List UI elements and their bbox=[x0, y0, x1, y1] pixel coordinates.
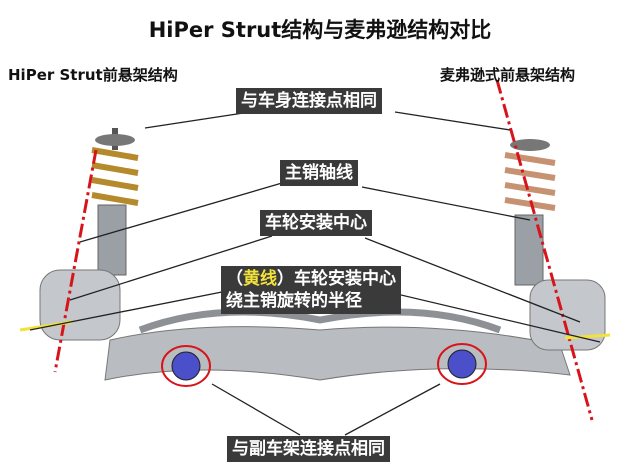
stabilizer-bar bbox=[138, 308, 502, 334]
left-knuckle bbox=[39, 269, 121, 341]
right-radius-line bbox=[564, 333, 611, 340]
right-spring bbox=[504, 152, 556, 211]
right-knuckle bbox=[529, 279, 606, 351]
radius-open: （ bbox=[226, 269, 243, 289]
label-kingpin-axis: 主销轴线 bbox=[280, 160, 358, 186]
left-subtitle: HiPer Strut前悬架结构 bbox=[8, 66, 178, 84]
radius-yellow: 黄线 bbox=[243, 269, 277, 289]
radius-line2: 绕主销旋转的半径 bbox=[226, 291, 362, 311]
radius-close: ）车轮安装中心 bbox=[277, 269, 396, 289]
label-body-mount: 与车身连接点相同 bbox=[236, 88, 382, 114]
right-kingpin-axis bbox=[495, 79, 594, 421]
left-bushing bbox=[171, 351, 201, 381]
left-spring bbox=[91, 147, 139, 206]
label-wheel-center: 车轮安装中心 bbox=[260, 210, 372, 236]
page-title: HiPer Strut结构与麦弗逊结构对比 bbox=[148, 18, 492, 42]
left-kingpin-axis bbox=[53, 149, 98, 373]
label-subframe-mount: 与副车架连接点相同 bbox=[227, 436, 390, 462]
label-radius: （黄线）车轮安装中心 绕主销旋转的半径 bbox=[221, 266, 401, 314]
left-strut-body bbox=[97, 204, 127, 276]
right-subtitle: 麦弗逊式前悬架结构 bbox=[440, 66, 576, 84]
right-bushing bbox=[447, 349, 477, 379]
